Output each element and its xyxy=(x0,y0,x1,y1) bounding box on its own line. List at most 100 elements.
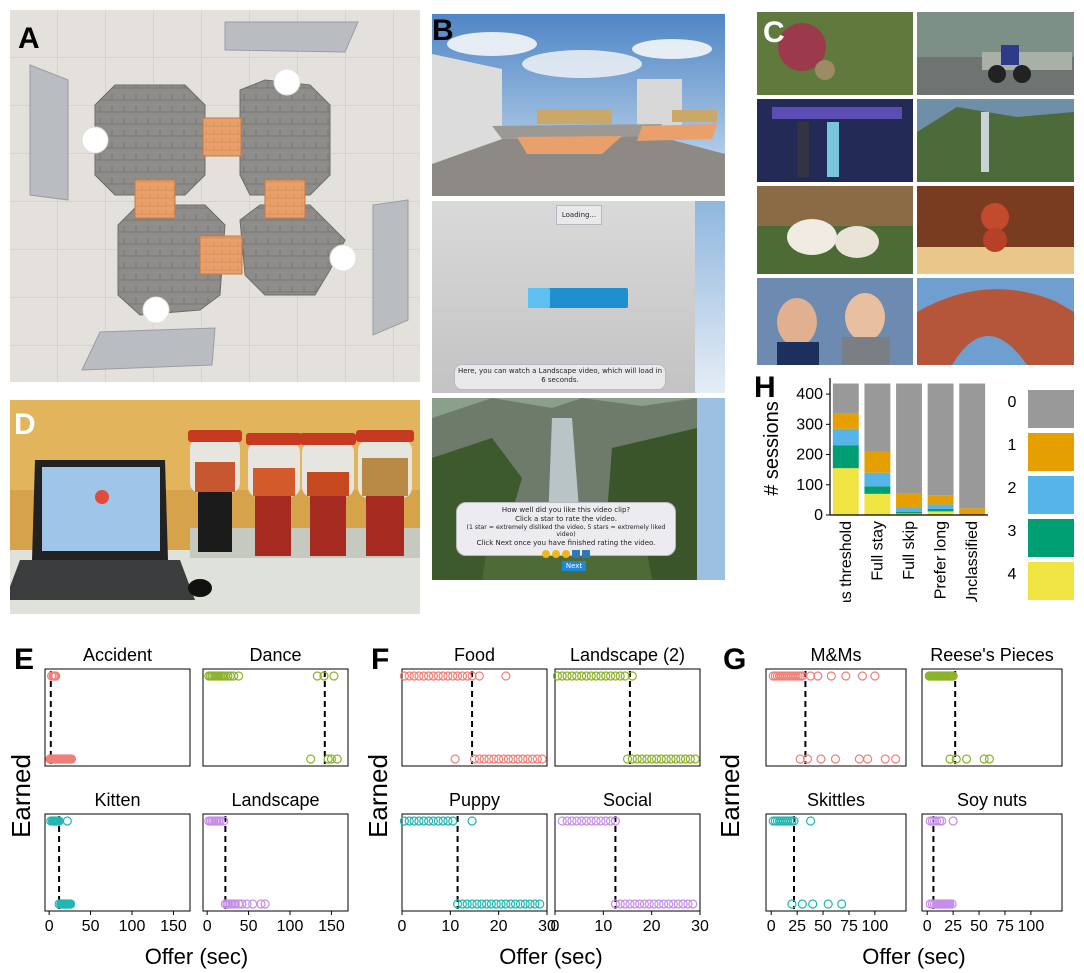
panel-label-f: F xyxy=(371,643,389,676)
x-tick-label: 0 xyxy=(923,918,932,935)
data-point xyxy=(816,754,826,764)
data-point xyxy=(66,899,76,909)
data-point xyxy=(326,754,337,764)
data-point xyxy=(234,671,244,681)
data-point xyxy=(481,899,492,909)
data-point xyxy=(666,754,676,764)
star-rating[interactable] xyxy=(457,549,675,559)
x-tick-label: 25 xyxy=(944,918,962,935)
data-point xyxy=(452,671,463,681)
rating-star-icon[interactable] xyxy=(552,549,560,558)
data-point xyxy=(510,899,521,909)
bar-segment xyxy=(959,383,986,509)
data-point xyxy=(676,754,686,764)
rating-star-icon[interactable] xyxy=(572,549,580,558)
y-axis-label: Earned xyxy=(10,754,36,838)
panel-label-b: B xyxy=(432,14,454,47)
category-label: Full stay xyxy=(869,521,886,581)
data-point xyxy=(615,671,625,681)
data-point xyxy=(469,754,480,764)
vr-rating-screen: How well did you like this video clip? C… xyxy=(432,398,725,580)
thumb-food-onion xyxy=(757,12,913,95)
data-point xyxy=(438,816,448,826)
data-point xyxy=(491,899,501,909)
data-point xyxy=(591,671,601,681)
data-point xyxy=(260,899,270,909)
data-point xyxy=(572,816,582,826)
data-point xyxy=(530,899,540,909)
data-point xyxy=(805,816,816,826)
data-point xyxy=(610,899,621,909)
x-tick-label: 0 xyxy=(398,918,407,935)
data-point xyxy=(319,671,329,681)
x-tick-label: 0 xyxy=(45,918,54,935)
data-point xyxy=(620,671,630,681)
subplot-title: Landscape xyxy=(231,790,319,810)
data-point xyxy=(630,899,640,909)
data-point xyxy=(647,754,657,764)
data-point xyxy=(332,754,342,764)
data-point xyxy=(508,754,518,764)
x-tick-label: 30 xyxy=(691,918,709,935)
rating-star-icon[interactable] xyxy=(562,549,570,558)
subplot-title: M&Ms xyxy=(811,645,862,665)
bar-segment xyxy=(864,451,891,473)
x-tick-label: 50 xyxy=(240,918,258,935)
data-point xyxy=(467,816,477,826)
data-point xyxy=(423,816,434,826)
data-point xyxy=(601,816,611,826)
data-point xyxy=(567,671,577,681)
data-point xyxy=(515,899,526,909)
x-tick-label: 20 xyxy=(490,918,508,935)
data-point xyxy=(419,816,429,826)
bar-segment xyxy=(896,383,922,494)
rating-line-2: Click a star to rate the video. xyxy=(515,514,617,523)
data-point xyxy=(489,754,499,764)
data-point xyxy=(637,754,647,764)
data-point xyxy=(863,754,873,764)
data-point xyxy=(663,899,674,909)
data-point xyxy=(419,671,429,681)
data-point xyxy=(620,899,630,909)
y-tick-label: 300 xyxy=(796,416,823,433)
rating-star-icon[interactable] xyxy=(542,549,550,558)
data-point xyxy=(457,671,468,681)
data-point xyxy=(557,671,567,681)
data-point xyxy=(632,754,642,764)
maze-walls xyxy=(29,21,409,371)
maze-topview xyxy=(10,10,420,382)
data-point xyxy=(501,671,511,681)
bar-segment xyxy=(832,383,859,414)
data-point xyxy=(306,754,316,764)
data-point xyxy=(428,816,439,826)
data-point xyxy=(520,899,530,909)
data-point xyxy=(659,899,669,909)
bar-segment xyxy=(927,383,954,496)
dispenser-2 xyxy=(246,433,302,556)
rating-dialog: How well did you like this video clip? C… xyxy=(456,502,676,559)
data-point xyxy=(501,899,511,909)
data-point xyxy=(678,899,688,909)
data-point xyxy=(423,671,434,681)
rating-star-icon[interactable] xyxy=(582,549,590,558)
data-point xyxy=(438,671,448,681)
data-point xyxy=(948,816,958,826)
next-button[interactable]: Next xyxy=(562,561,586,571)
data-point xyxy=(837,899,847,909)
thumb-landscape-waterfall xyxy=(917,99,1074,182)
bar-segment xyxy=(927,508,954,512)
data-point xyxy=(805,671,816,681)
bar-segment xyxy=(927,511,954,515)
subplot-frame xyxy=(401,813,548,912)
data-point xyxy=(486,899,497,909)
x-tick-label: 100 xyxy=(1018,918,1045,935)
dispenser-4 xyxy=(356,430,414,556)
x-tick-label: 30 xyxy=(538,918,556,935)
data-point xyxy=(627,754,637,764)
data-point xyxy=(484,754,494,764)
data-point xyxy=(586,671,596,681)
data-point xyxy=(668,899,679,909)
data-point xyxy=(591,816,601,826)
legend-swatch xyxy=(1028,390,1074,428)
